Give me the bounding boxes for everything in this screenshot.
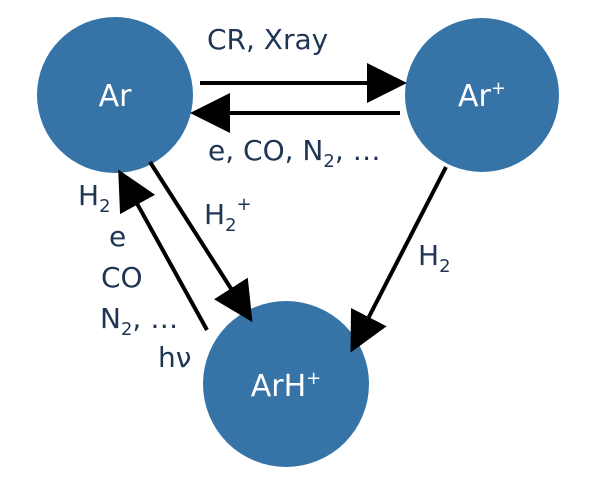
label-h2-left-sub: 2 [99,196,110,217]
node-ar-circle [37,17,193,173]
label-h2-right-sub: 2 [439,256,450,277]
node-ar: Ar [37,17,193,173]
label-recombination-sub: 2 [323,151,334,172]
node-ar-plus-sup: + [491,78,506,99]
label-co: CO [101,261,143,294]
label-hv: hν [158,341,191,374]
label-h2plus-sub: 2 [225,215,236,236]
node-ar-plus-label: Ar+ [458,78,506,114]
label-h2plus: H2+ [204,194,252,236]
label-n2: N2, … [100,302,178,340]
node-arh-plus-sup: + [306,368,321,389]
label-h2plus-base: H [204,198,225,231]
label-n2-sub: 2 [121,319,132,340]
label-recombination: e, CO, N2, … [208,134,381,172]
label-h2-right: H2 [418,239,451,277]
node-ar-plus-circle [405,18,559,172]
label-h2-left-base: H [78,179,99,212]
node-arh-plus-label: ArH+ [251,368,322,404]
label-cr-xray: CR, Xray [207,23,328,56]
label-h2plus-sup: + [237,194,252,215]
arrow-arplus-to-arh [350,166,448,353]
label-recombination-tail: , … [335,134,381,167]
label-h2-left: H2 [78,179,111,217]
node-ar-plus-base: Ar [458,79,492,114]
label-e: e [109,220,126,253]
node-ar-label: Ar [99,79,133,114]
arrow-ar-to-arh [148,160,253,323]
label-n2-base: N [100,302,121,335]
node-ar-plus: Ar+ [405,18,559,172]
node-arh-plus: ArH+ [203,301,369,467]
label-h2-right-base: H [418,239,439,272]
node-arh-plus-circle [203,301,369,467]
label-recombination-main: e, CO, N [208,134,323,167]
arrow-arh-to-ar [118,169,209,331]
node-arh-plus-base: ArH [251,369,306,404]
label-n2-tail: , … [132,302,178,335]
